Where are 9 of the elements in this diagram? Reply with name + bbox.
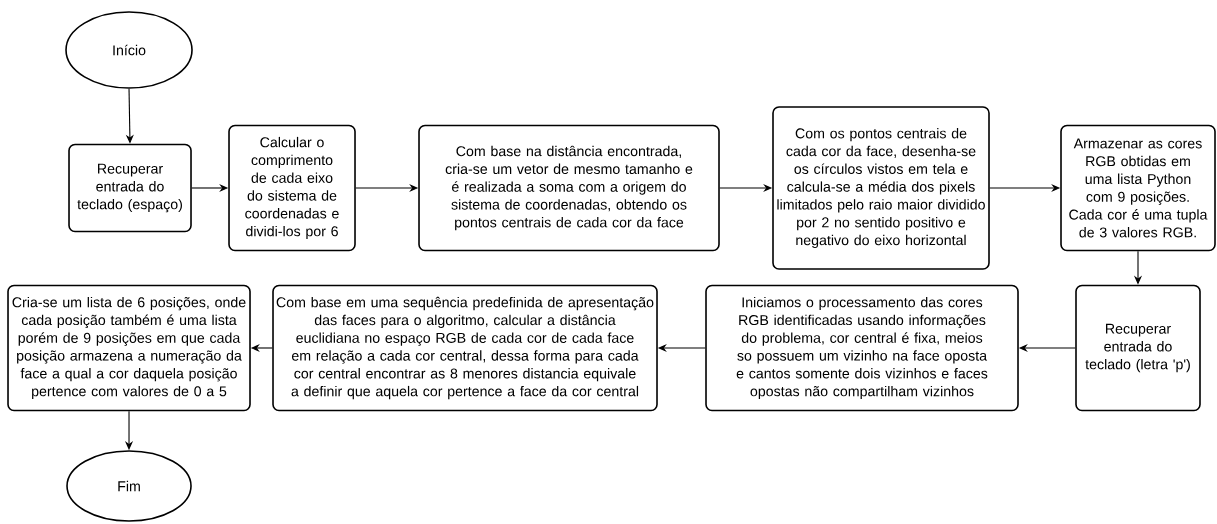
process-box: Com os pontos centrais de cada cor da face, desenha-se os círculos vistos em tela e calcula-se a média dos pixels limitados pelo raio maior dividido por 2 no sentido positivo e negativo do eixo horizontal — [772, 106, 990, 270]
process-box: Com base na distância encontrada, cria-se um vetor de mesmo tamanho e é realizada a soma com a origem do sistema de coordenadas, obtendo os pontos centrais de cada cor da face — [418, 124, 720, 252]
process-box: Calcular o comprimento de cada eixo do sistema de coordenadas e dividi-los por 6 — [228, 124, 356, 252]
process-box: Armazenar as cores RGB obtidas em uma lista Python com 9 posições. Cada cor é uma tupla de 3 valores RGB. — [1060, 124, 1216, 252]
process-box: Recuperar entrada do teclado (letra 'p') — [1075, 284, 1201, 412]
process-box: Recuperar entrada do teclado (espaço) — [68, 143, 192, 233]
process-box: Com base em uma sequência predefinida de apresentação das faces para o algoritmo, calcular a distância euclidiana no espaço RGB de cada cor de cada face em relação a cada cor central, dessa forma para cada cor central encontrar as 8 menores distancia equivale a definir que aquela cor pertence a face da cor central — [272, 284, 658, 412]
process-box: Iniciamos o processamento das cores RGB identificadas usando informações do problema, cor central é fixa, meios so possuem um vizinho na face oposta e cantos somente dois vizinhos e faces opostas não compartilham vizinhos — [705, 284, 1019, 412]
process-box: Cria-se um lista de 6 posições, onde cada posição também é uma lista porém de 9 posições em que cada posição armazena a numeração da face a qual a cor daquela posição pertence com valores de 0 a 5 — [7, 284, 251, 412]
